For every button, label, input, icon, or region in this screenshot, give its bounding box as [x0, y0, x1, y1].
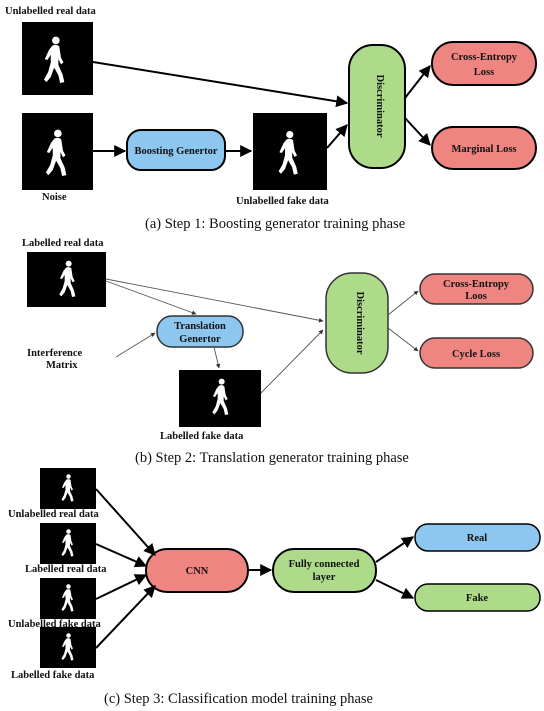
- edge-discriminator-to-ce-loss-2: [387, 290, 419, 316]
- step2-cross-entropy-label-2: Loos: [465, 291, 487, 302]
- step3-input-label-4: Labelled fake data: [11, 670, 95, 681]
- cross-entropy-loss-label-2: Loss: [474, 67, 494, 78]
- edge-fc-to-real: [375, 536, 414, 563]
- boosting-generator-label: Boosting Genertor: [134, 146, 217, 157]
- step2-labelled-real-thumbnail: [27, 252, 106, 307]
- step3-input-thumbnail-1: [40, 468, 96, 509]
- fake-output-label: Fake: [466, 593, 489, 604]
- step1-discriminator-label: Discriminator: [374, 75, 385, 138]
- step1-unlabelled-fake-thumbnail: [253, 113, 327, 190]
- edge-input2-to-cnn: [95, 543, 148, 568]
- step3-input-label-2: Labelled real data: [25, 564, 107, 575]
- boosting-generator-node: Boosting Genertor: [126, 129, 226, 171]
- edge-input3-to-cnn: [95, 574, 148, 600]
- edge-input4-to-cnn: [95, 585, 156, 649]
- edge-fake-to-discriminator-2: [260, 329, 324, 394]
- fully-connected-label-1: Fully connected: [289, 559, 360, 570]
- step3-input-label-3: Unlabelled fake data: [8, 619, 102, 630]
- step3-input-thumbnail-4: [40, 627, 96, 668]
- cross-entropy-loss-node: Cross-Entropy Loss: [431, 41, 537, 86]
- edge-labelled-real-to-translation: [105, 280, 197, 315]
- step2-section: Labelled real data Interference Matrix T…: [22, 238, 534, 466]
- step2-caption: (b) Step 2: Translation generator traini…: [135, 450, 409, 466]
- step1-section: Unlabelled real data Noise Boosting Gene…: [5, 6, 537, 232]
- step1-unlabelled-real-label: Unlabelled real data: [5, 6, 97, 17]
- step3-caption: (c) Step 3: Classification model trainin…: [104, 691, 373, 707]
- step2-labelled-fake-thumbnail: [179, 370, 261, 427]
- cnn-node: CNN: [145, 548, 249, 593]
- step2-labelled-real-label: Labelled real data: [22, 238, 104, 249]
- edge-discriminator-to-cycle-loss: [387, 327, 419, 352]
- edge-real-to-discriminator: [92, 61, 349, 108]
- interference-label-1: Interference: [27, 348, 83, 359]
- fully-connected-node: Fully connected layer: [272, 548, 377, 593]
- edge-fc-to-fake: [375, 579, 415, 599]
- edge-discriminator-to-marginal-loss: [404, 117, 431, 146]
- translation-generator-node: Translation Genertor: [156, 315, 244, 348]
- marginal-loss-node: Marginal Loss: [431, 126, 537, 170]
- edge-labelled-real-to-discriminator: [105, 278, 324, 323]
- step1-noise-thumbnail: [22, 113, 93, 190]
- translation-generator-label-1: Translation: [174, 321, 226, 332]
- cross-entropy-loss-label-1: Cross-Entropy: [451, 52, 518, 63]
- edge-translation-to-fake: [213, 346, 221, 369]
- fake-output-node: Fake: [414, 583, 541, 612]
- step3-input-thumbnail-2: [40, 523, 96, 564]
- step1-unlabelled-real-thumbnail: [22, 22, 93, 95]
- marginal-loss-label: Marginal Loss: [451, 144, 516, 155]
- step1-unlabelled-fake-label: Unlabelled fake data: [236, 196, 330, 207]
- edge-discriminator-to-ce-loss: [404, 65, 431, 99]
- step2-cross-entropy-label-1: Cross-Entropy: [443, 279, 510, 290]
- translation-generator-label-2: Genertor: [179, 334, 221, 345]
- step3-section: Unlabelled real data Labelled real data …: [8, 468, 541, 707]
- step3-input-label-1: Unlabelled real data: [8, 509, 100, 520]
- real-output-node: Real: [414, 523, 541, 552]
- step1-noise-label: Noise: [42, 192, 67, 203]
- step1-caption: (a) Step 1: Boosting generator training …: [145, 216, 405, 232]
- cycle-loss-label: Cycle Loss: [452, 349, 500, 360]
- edge-interference-to-translation: [115, 332, 156, 358]
- step3-input-thumbnail-3: [40, 578, 96, 619]
- edge-fake-to-discriminator: [326, 124, 348, 149]
- step2-labelled-fake-label: Labelled fake data: [160, 431, 244, 442]
- edge-input1-to-cnn: [95, 488, 156, 556]
- fully-connected-label-2: layer: [313, 572, 336, 583]
- cnn-label: CNN: [186, 566, 209, 577]
- step2-discriminator-label: Discriminator: [354, 292, 365, 355]
- real-output-label: Real: [467, 533, 487, 544]
- step2-cross-entropy-node: Cross-Entropy Loos: [419, 273, 534, 305]
- step2-discriminator-node: Discriminator: [325, 272, 389, 374]
- step1-discriminator-node: Discriminator: [348, 44, 406, 169]
- interference-label-2: Matrix: [46, 360, 78, 371]
- cycle-loss-node: Cycle Loss: [419, 337, 534, 369]
